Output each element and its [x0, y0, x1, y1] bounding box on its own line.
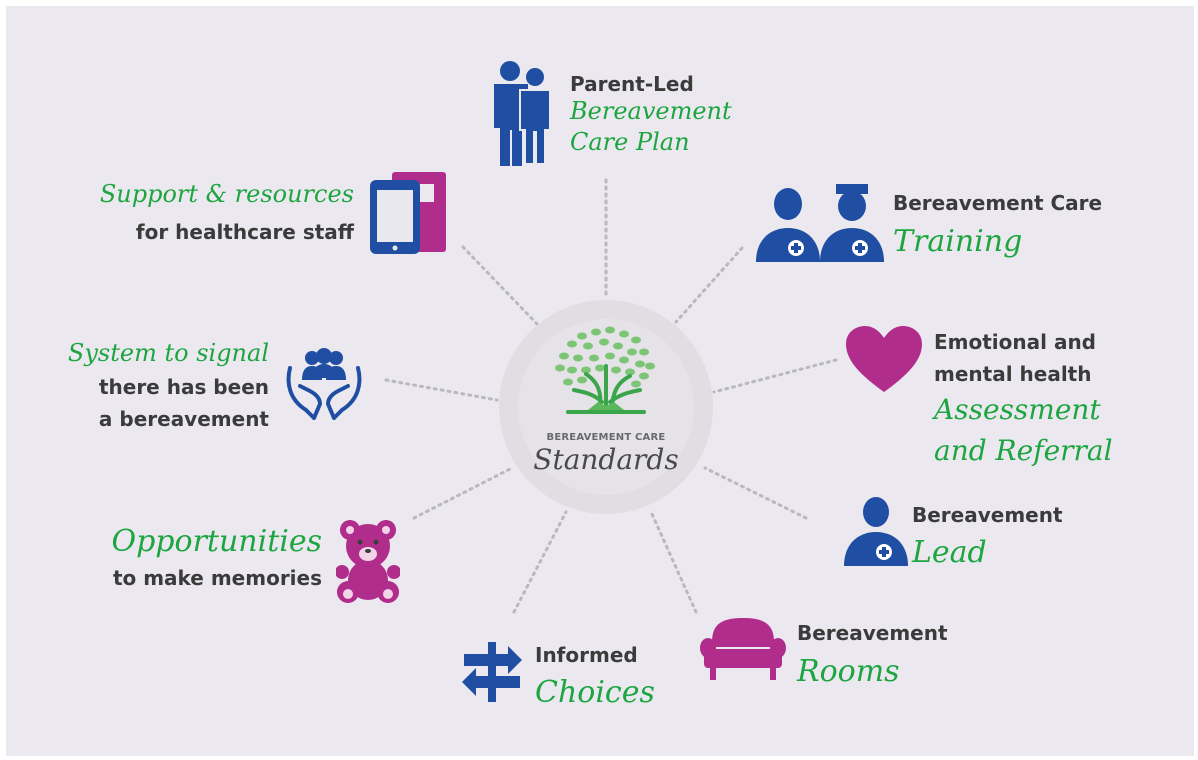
nurse-icon — [844, 497, 908, 566]
lead-line2: Lead — [912, 535, 987, 570]
center-top-label: BEREAVEMENT CARE — [546, 432, 666, 443]
support-line2: for healthcare staff — [135, 220, 354, 244]
armchair-icon — [700, 618, 786, 680]
connector-memories — [412, 466, 514, 520]
memories-line2: to make memories — [112, 566, 322, 590]
parents-icon — [494, 61, 551, 166]
center-title: Standards — [533, 443, 679, 476]
emotional-line2: mental health — [934, 362, 1092, 386]
support-line1: Support & resources — [99, 180, 354, 208]
emotional-line4: and Referral — [934, 434, 1113, 467]
signal-line2: there has been — [98, 375, 269, 399]
heart-icon — [846, 326, 922, 392]
connector-rooms — [650, 512, 698, 614]
tree-logo-icon — [555, 326, 655, 414]
connector-signal — [384, 378, 499, 402]
rooms-line1: Bereavement — [797, 621, 948, 645]
hands-icon — [286, 348, 362, 420]
connector-emotional — [712, 358, 838, 394]
parent-led-line3: Care Plan — [570, 128, 690, 156]
signpost-icon — [462, 642, 522, 702]
nurses-icon — [756, 184, 884, 262]
tablet-icon — [370, 172, 446, 254]
connector-support — [461, 245, 540, 327]
parent-led-line1: Parent-Led — [570, 72, 694, 96]
training-line2: Training — [893, 224, 1023, 259]
teddy-bear-icon — [336, 520, 400, 603]
training-line1: Bereavement Care — [893, 191, 1103, 215]
emotional-line3: Assessment — [934, 393, 1101, 426]
memories-line1: Opportunities — [111, 524, 323, 559]
choices-line2: Choices — [535, 675, 655, 710]
signal-line3: a bereavement — [98, 407, 269, 431]
choices-line1: Informed — [535, 643, 638, 667]
signal-line1: System to signal — [67, 339, 269, 367]
emotional-line1: Emotional and — [934, 330, 1097, 354]
parent-led-line2: Bereavement — [570, 97, 732, 125]
connector-choices — [512, 510, 568, 614]
rooms-line2: Rooms — [797, 654, 900, 689]
connector-training — [674, 246, 744, 324]
connector-lead — [703, 466, 808, 520]
lead-line1: Bereavement — [912, 503, 1063, 527]
